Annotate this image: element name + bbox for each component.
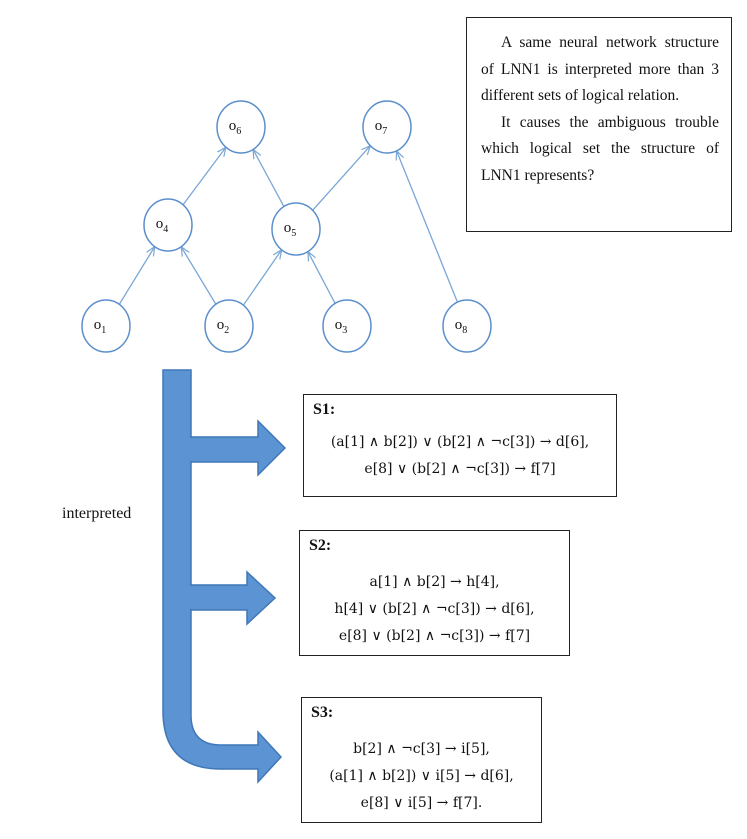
interpretation-arrow-shaft bbox=[162, 369, 283, 784]
set-s1-line-1: (a[1] ∧ b[2]) ∨ (b[2] ∧ ¬c[3]) → d[6], bbox=[330, 434, 590, 450]
node-label-o2: o2 bbox=[217, 317, 230, 336]
node-circle-o5 bbox=[271, 202, 321, 256]
set-box-s3: S3: b[2] ∧ ¬c[3] → i[5], (a[1] ∧ b[2]) ∨… bbox=[301, 697, 542, 823]
edge-o3-o5 bbox=[308, 252, 336, 304]
node-circle-o3 bbox=[322, 299, 372, 353]
node-label-o7: o7 bbox=[375, 118, 388, 137]
node-circle-o6 bbox=[216, 100, 266, 154]
node-circle-o7 bbox=[362, 100, 412, 154]
node-o7: o7 bbox=[362, 100, 412, 154]
node-o2: o2 bbox=[204, 299, 254, 353]
set-box-s2: S2: a[1] ∧ b[2] → h[4], h[4] ∨ (b[2] ∧ ¬… bbox=[299, 530, 570, 656]
set-title-s1: S1: bbox=[313, 401, 336, 418]
node-o3: o3 bbox=[322, 299, 372, 353]
node-o5: o5 bbox=[271, 202, 321, 256]
note-text-2: It causes the ambiguous trouble which lo… bbox=[481, 113, 719, 184]
edge-o2-o4 bbox=[181, 247, 217, 305]
set-title-s2: S2: bbox=[309, 537, 332, 554]
node-o8: o8 bbox=[442, 299, 492, 353]
node-label-o8: o8 bbox=[455, 317, 468, 336]
node-o4: o4 bbox=[143, 198, 193, 252]
note-text-1: A same neural network structure of LNN1 … bbox=[481, 34, 719, 104]
node-label-o5: o5 bbox=[284, 220, 297, 239]
set-s2-line-3: e[8] ∨ (b[2] ∧ ¬c[3]) → f[7] bbox=[338, 628, 531, 644]
node-label-o1: o1 bbox=[94, 317, 107, 336]
set-title-s3: S3: bbox=[311, 704, 334, 721]
node-o1: o1 bbox=[81, 299, 131, 353]
branch-arrow-s2 bbox=[190, 570, 277, 626]
edge-o8-o7 bbox=[397, 151, 459, 303]
node-circle-o1 bbox=[81, 299, 131, 353]
edge-o1-o4 bbox=[118, 247, 154, 305]
set-s1-line-2: e[8] ∨ (b[2] ∧ ¬c[3]) → f[7] bbox=[364, 461, 556, 477]
set-s3-line-3: e[8] ∨ i[5] → f[7]. bbox=[360, 795, 483, 811]
set-s3-line-1: b[2] ∧ ¬c[3] → i[5], bbox=[353, 741, 490, 757]
edges bbox=[118, 146, 459, 306]
set-box-s1: S1: (a[1] ∧ b[2]) ∨ (b[2] ∧ ¬c[3]) → d[6… bbox=[303, 394, 617, 497]
node-circle-o4 bbox=[143, 198, 193, 252]
edge-o2-o5 bbox=[242, 250, 281, 306]
node-label-o4: o4 bbox=[156, 216, 169, 235]
interpretation-arrow bbox=[162, 369, 287, 784]
set-s2-line-2: h[4] ∨ (b[2] ∧ ¬c[3]) → d[6], bbox=[334, 601, 535, 617]
node-label-o6: o6 bbox=[229, 118, 242, 137]
edge-o4-o6 bbox=[182, 147, 226, 206]
node-circle-o8 bbox=[442, 299, 492, 353]
node-label-o3: o3 bbox=[335, 317, 348, 336]
branch-arrow-s1 bbox=[190, 419, 287, 477]
node-circle-o2 bbox=[204, 299, 254, 353]
nodes: o6 o7 o4 o5 o1 o2 o3 o8 bbox=[81, 100, 492, 353]
set-s2-line-1: a[1] ∧ b[2] → h[4], bbox=[369, 574, 500, 590]
edge-o5-o7 bbox=[312, 146, 371, 211]
interpreted-label: interpreted bbox=[62, 505, 132, 522]
note-box: A same neural network structure of LNN1 … bbox=[466, 17, 732, 232]
set-s3-line-2: (a[1] ∧ b[2]) ∨ i[5] → d[6], bbox=[329, 768, 514, 784]
node-o6: o6 bbox=[216, 100, 266, 154]
edge-o5-o6 bbox=[253, 149, 285, 207]
